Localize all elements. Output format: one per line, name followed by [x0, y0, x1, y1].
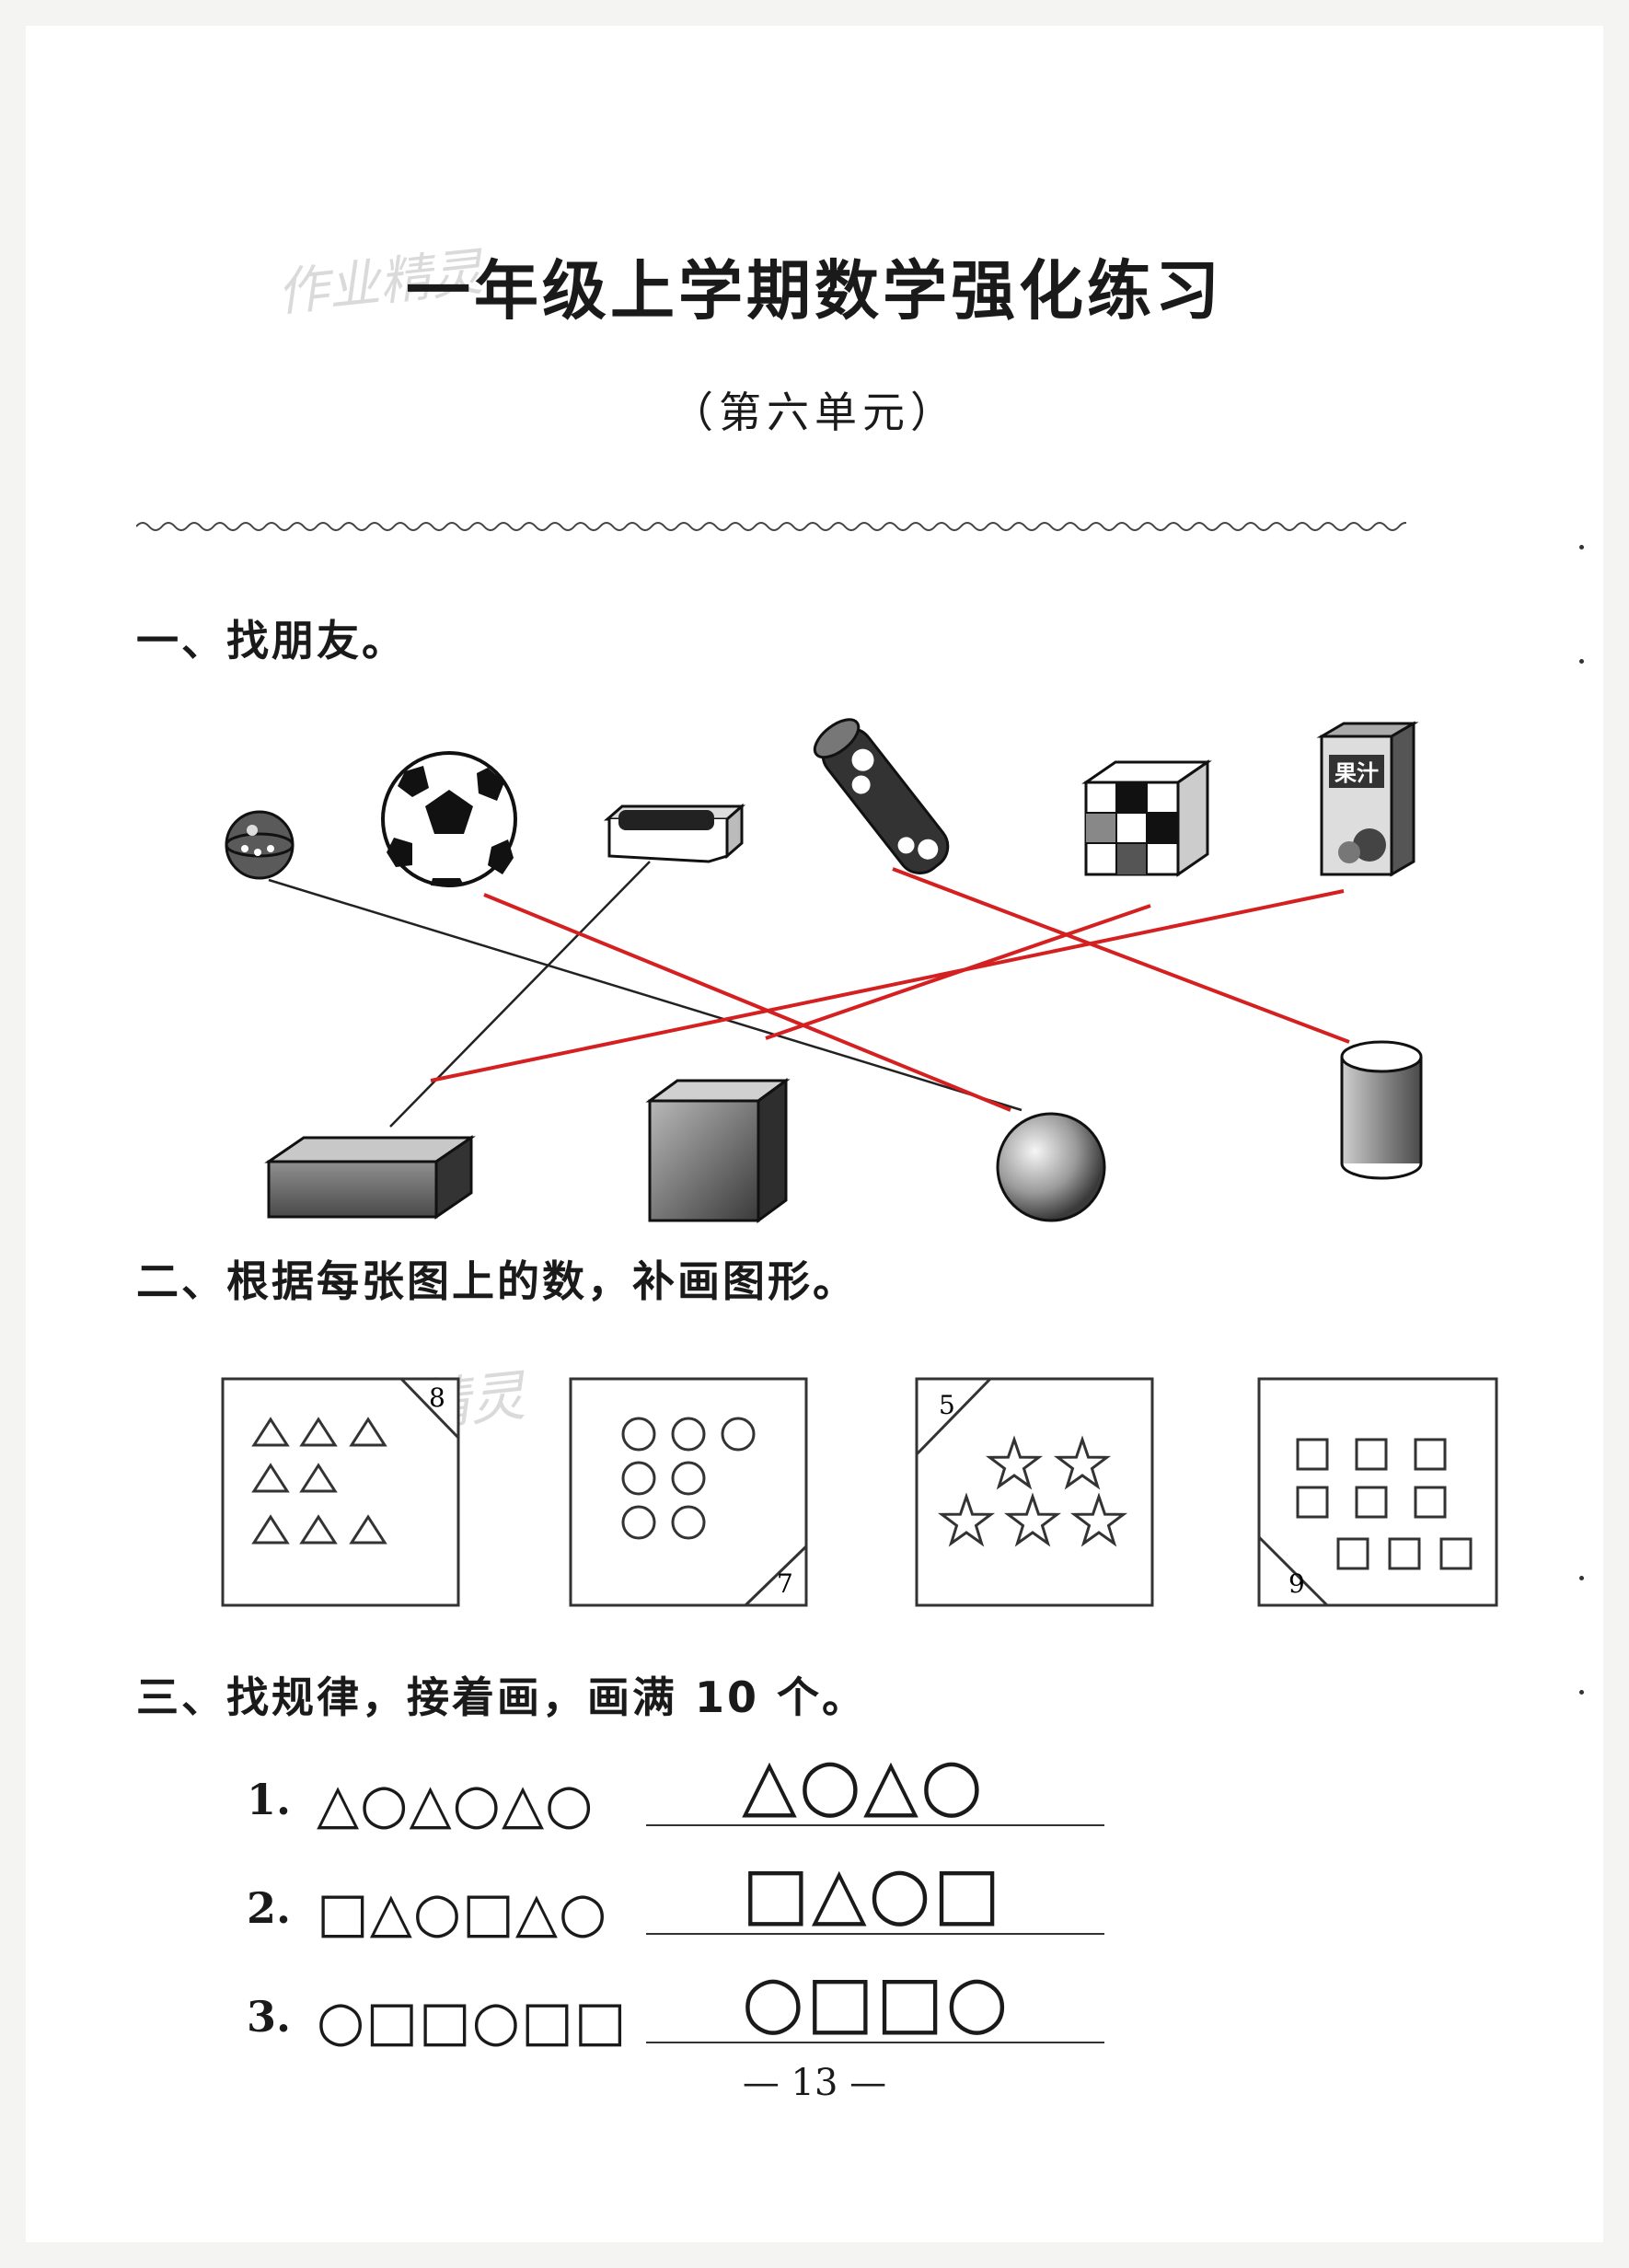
- sphere-shape: [996, 1112, 1106, 1222]
- margin-dot: [1579, 1690, 1584, 1695]
- section3-heading: 三、找规律，接着画，画满 10 个。: [136, 1672, 868, 1722]
- pattern-sequence: □△○□△○: [317, 1880, 608, 1945]
- example-line: [268, 878, 1022, 1112]
- pattern-sequence: △○△○△○: [317, 1772, 595, 1836]
- bell-ball-image: [225, 810, 295, 880]
- answer-line: [892, 867, 1350, 1044]
- margin-dot: [1579, 545, 1584, 550]
- margin-dot: [1579, 659, 1584, 664]
- pattern-answer: △○△○: [742, 1743, 986, 1826]
- item-number: 2.: [247, 1883, 292, 1933]
- box-number: 7: [777, 1568, 793, 1599]
- answer-underline: [646, 2042, 1104, 2043]
- margin-dot: [1579, 1576, 1584, 1580]
- soccer-ball-image: [381, 751, 517, 887]
- answer-underline: [646, 1933, 1104, 1935]
- star-shape: [985, 1435, 1044, 1490]
- pattern-sequence: ○□□○□□: [317, 1989, 628, 2054]
- count-boxes-figure: 8 7 5: [221, 1377, 1498, 1607]
- rubiks-cube-image: [1081, 759, 1212, 877]
- item-number: 3.: [247, 1992, 292, 2042]
- star-shape: [1069, 1492, 1128, 1547]
- section2-heading: 二、根据每张图上的数，补画图形。: [136, 1256, 858, 1306]
- box-number: 9: [1288, 1568, 1305, 1599]
- page-subtitle: （第六单元）: [671, 388, 958, 437]
- cylinder-shape: [1340, 1040, 1423, 1180]
- page-number: — 13 —: [742, 2062, 887, 2104]
- count-box: 9: [1257, 1377, 1498, 1607]
- star-shape: [1053, 1435, 1112, 1490]
- answer-line: [430, 889, 1345, 1082]
- box-number: 5: [939, 1390, 955, 1420]
- juice-label: 果汁: [1334, 760, 1379, 786]
- wavy-divider: [136, 522, 1406, 531]
- answer-underline: [646, 1824, 1104, 1826]
- pattern-answer: □△○□: [742, 1852, 1003, 1935]
- cube-shape: [645, 1078, 791, 1223]
- count-box: 5: [915, 1377, 1154, 1607]
- worksheet-page: [26, 26, 1603, 2242]
- juice-box-image: 果汁: [1316, 721, 1419, 877]
- section1-heading: 一、找朋友。: [136, 616, 407, 665]
- page-title: 一年级上学期数学强化练习: [406, 252, 1223, 329]
- example-line: [389, 861, 651, 1128]
- item-number: 1.: [247, 1775, 292, 1824]
- count-box: 7: [569, 1377, 808, 1607]
- answer-line: [483, 893, 1011, 1112]
- star-shape: [1003, 1492, 1062, 1547]
- matching-figure: 果汁: [225, 718, 1423, 1223]
- pattern-answer: ○□□○: [742, 1961, 1011, 2043]
- eraser-image: [604, 803, 745, 863]
- candy-tube-image: [813, 718, 950, 874]
- count-box: 8: [221, 1377, 460, 1607]
- box-number: 8: [429, 1383, 445, 1413]
- star-shape: [937, 1492, 996, 1547]
- cuboid-shape: [264, 1135, 476, 1220]
